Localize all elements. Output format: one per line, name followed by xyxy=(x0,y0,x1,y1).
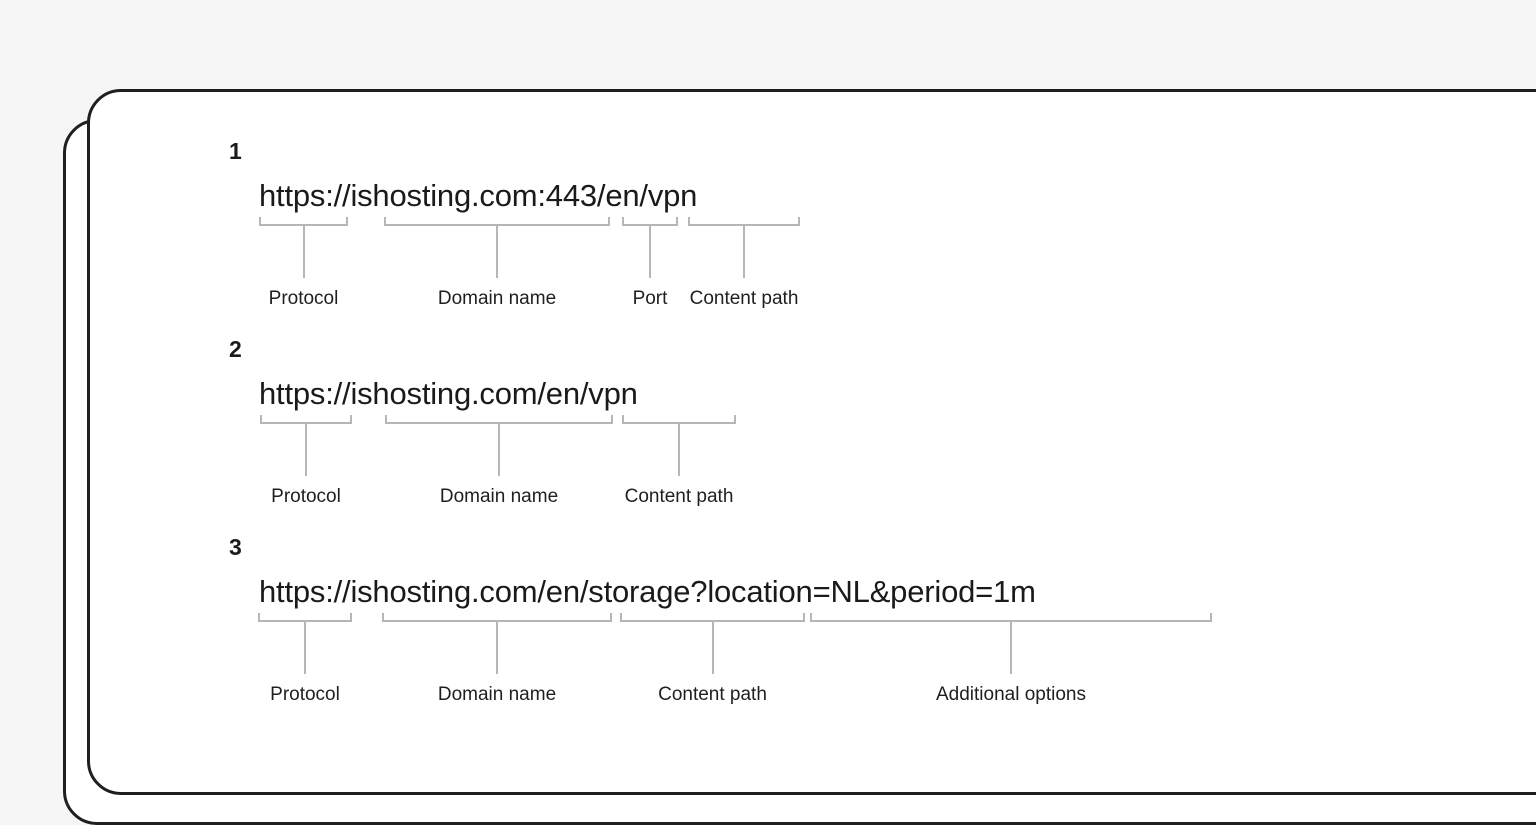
segment-bracket xyxy=(688,217,800,226)
segment-label: Content path xyxy=(658,684,767,705)
segment-leader-line xyxy=(496,622,498,674)
segment-leader-line xyxy=(1010,622,1012,674)
segment-label: Domain name xyxy=(439,486,559,507)
segment-label: Content path xyxy=(689,288,799,309)
card-front-layer xyxy=(87,89,1536,795)
segment-bracket xyxy=(258,613,352,622)
segment-bracket xyxy=(385,415,613,424)
row-index-number: 1 xyxy=(229,138,242,164)
segment-leader-line xyxy=(302,226,305,278)
url-string: https://ishosting.com/en/storage?locatio… xyxy=(259,574,1036,609)
segment-label: Additional options xyxy=(936,684,1086,705)
segment-label: Protocol xyxy=(271,486,341,507)
segment-bracket xyxy=(384,217,610,226)
segment-bracket xyxy=(620,613,805,622)
segment-leader-line xyxy=(304,622,306,674)
segment-bracket xyxy=(259,217,348,226)
segment-bracket xyxy=(622,415,736,424)
segment-label: Port xyxy=(632,288,668,309)
segment-leader-line xyxy=(305,424,307,476)
segment-bracket xyxy=(622,217,678,226)
segment-label: Protocol xyxy=(268,288,339,309)
segment-leader-line xyxy=(496,226,498,278)
segment-label: Domain name xyxy=(437,288,557,309)
segment-leader-line xyxy=(678,424,680,476)
segment-label: Domain name xyxy=(437,684,557,705)
segment-label: Content path xyxy=(624,486,734,507)
segment-label: Protocol xyxy=(270,684,340,705)
url-string: https://ishosting.com/en/vpn xyxy=(259,376,638,411)
segment-leader-line xyxy=(743,226,745,278)
segment-bracket xyxy=(382,613,612,622)
segment-leader-line xyxy=(649,226,651,278)
url-string: https://ishosting.com:443/en/vpn xyxy=(259,178,698,213)
segment-bracket xyxy=(260,415,352,424)
row-index-number: 2 xyxy=(229,336,242,362)
segment-bracket xyxy=(810,613,1212,622)
segment-leader-line xyxy=(711,622,714,674)
segment-leader-line xyxy=(498,424,500,476)
card-stack xyxy=(63,89,1536,825)
row-index-number: 3 xyxy=(229,534,242,560)
